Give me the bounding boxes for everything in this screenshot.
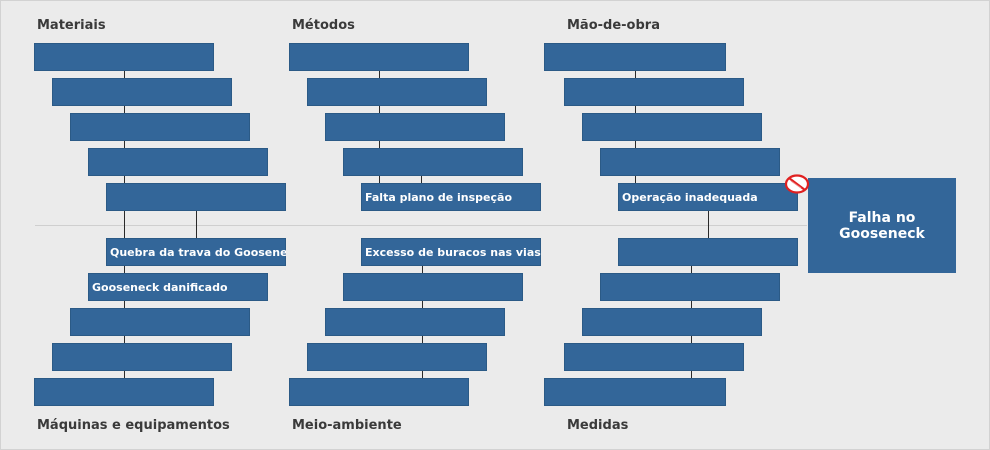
cause-box-metodos-4[interactable] [343,148,523,176]
cause-box-maquinas-5[interactable] [34,378,214,406]
cause-box-materiais-5[interactable] [106,183,286,211]
category-maquinas: Máquinas e equipamentos [37,418,230,433]
cause-box-medidas-4[interactable] [564,343,744,371]
category-medidas: Medidas [567,418,629,433]
effect-label: Falha no Gooseneck [839,209,925,242]
cause-box-medidas-2[interactable] [600,273,780,301]
cause-text: Quebra da trava do Gooseneck [110,245,286,259]
cause-text: Operação inadequada [622,190,758,204]
cause-box-maquinas-1[interactable]: Quebra da trava do Gooseneck [106,238,286,266]
cause-box-mao-de-obra-3[interactable] [582,113,762,141]
cause-box-meio-ambiente-5[interactable] [289,378,469,406]
prohibited-icon [784,174,810,194]
cause-box-mao-de-obra-4[interactable] [600,148,780,176]
cause-box-medidas-1[interactable] [618,238,798,266]
cause-box-medidas-3[interactable] [582,308,762,336]
cause-box-meio-ambiente-4[interactable] [307,343,487,371]
cause-box-maquinas-3[interactable] [70,308,250,336]
cause-box-mao-de-obra-1[interactable] [544,43,726,71]
connector-metodos-branch [421,175,422,183]
category-mao-de-obra: Mão-de-obra [567,18,660,33]
cause-box-metodos-2[interactable] [307,78,487,106]
effect-box[interactable]: Falha no Gooseneck [808,178,956,273]
connector-mao-de-obra-branch [708,210,709,239]
cause-box-meio-ambiente-2[interactable] [343,273,523,301]
cause-box-materiais-1[interactable] [34,43,214,71]
category-meio-ambiente: Meio-ambiente [292,418,402,433]
cause-box-mao-de-obra-5[interactable]: Operação inadequada [618,183,798,211]
cause-box-mao-de-obra-2[interactable] [564,78,744,106]
connector-materiais-branch [196,210,197,238]
cause-box-meio-ambiente-1[interactable]: Excesso de buracos nas vias [361,238,541,266]
category-materiais: Materiais [37,18,106,33]
cause-text: Falta plano de inspeção [365,190,513,204]
cause-text: Excesso de buracos nas vias [365,245,541,259]
category-metodos: Métodos [292,18,355,33]
cause-box-meio-ambiente-3[interactable] [325,308,505,336]
cause-box-maquinas-4[interactable] [52,343,232,371]
cause-box-metodos-3[interactable] [325,113,505,141]
cause-box-maquinas-2[interactable]: Gooseneck danificado [88,273,268,301]
spine-line [35,225,807,226]
cause-box-materiais-4[interactable] [88,148,268,176]
cause-box-metodos-1[interactable] [289,43,469,71]
cause-text: Gooseneck danificado [92,280,228,294]
cause-box-metodos-5[interactable]: Falta plano de inspeção [361,183,541,211]
cause-box-materiais-3[interactable] [70,113,250,141]
cause-box-medidas-5[interactable] [544,378,726,406]
cause-box-materiais-2[interactable] [52,78,232,106]
